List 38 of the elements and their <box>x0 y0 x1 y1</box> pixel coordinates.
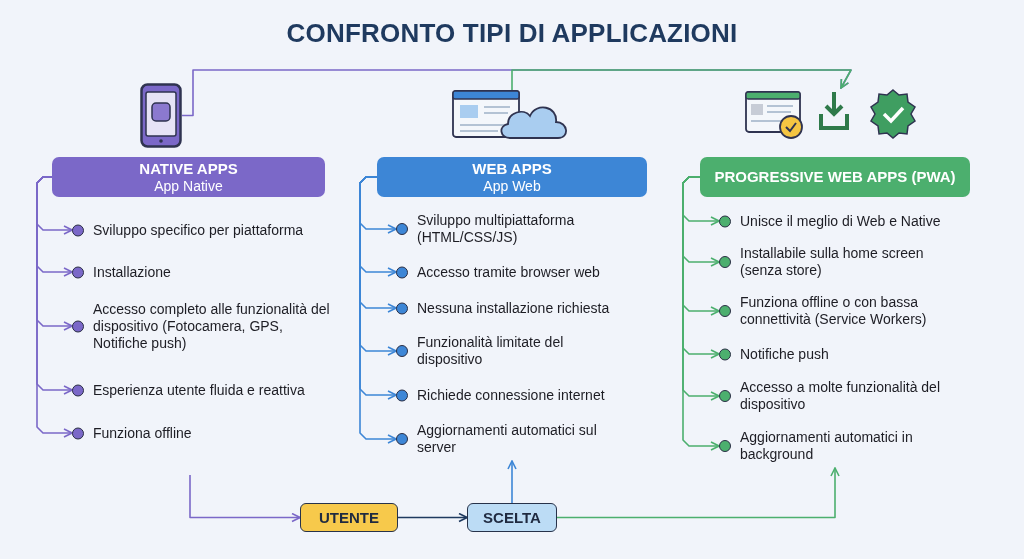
arrow <box>36 176 73 438</box>
diagram-title: CONFRONTO TIPI DI APPLICAZIONI <box>285 18 739 49</box>
feature-text: Nessuna installazione richiesta <box>417 299 610 317</box>
header-title: WEB APPS <box>472 159 552 178</box>
feature-text: Aggiornamenti automatici in background <box>740 429 914 463</box>
feature-text: Accesso a molte funzionalità del dispositivo <box>740 379 941 413</box>
feature-text: Aggiornamenti automatici sul server <box>417 422 598 456</box>
arrow <box>682 176 720 451</box>
feature-text: Installabile sulla home screen (senza store) <box>740 245 925 279</box>
feature-text: Sviluppo multipiattaforma (HTML/CSS/JS) <box>417 212 576 246</box>
header-title: PROGRESSIVE WEB APPS (PWA) <box>714 168 956 186</box>
arrow <box>511 69 852 91</box>
category-header <box>700 157 970 197</box>
feature-text: Accesso tramite browser web <box>417 263 600 281</box>
arrow <box>507 460 517 504</box>
feature-text: Unisce il meglio di Web e Native <box>740 212 941 230</box>
feature-text: Sviluppo specifico per piattaforma <box>93 221 304 239</box>
header-title: NATIVE APPS <box>139 159 238 178</box>
feature-text: Funzionalità limitate del dispositivo <box>417 334 565 368</box>
category-header <box>377 157 647 197</box>
arrow <box>556 467 840 519</box>
feature-text: Funziona offline <box>93 424 192 442</box>
feature-text: Funziona offline o con bassa connettività (Service Workers) <box>740 294 928 328</box>
arrow <box>189 474 301 523</box>
label-badge: UTENTE <box>300 503 398 532</box>
label-badge: SCELTA <box>467 503 557 532</box>
feature-text: Installazione <box>93 263 171 281</box>
feature-text: Richiede connessione internet <box>417 386 605 404</box>
arrow <box>359 176 397 444</box>
feature-text: Esperienza utente fluida e reattiva <box>93 381 305 399</box>
feature-text: Accesso completo alle funzionalità del dispositivo (Fotocamera, GPS, Notifiche push) <box>93 300 331 352</box>
header-subtitle: App Native <box>154 177 223 195</box>
feature-text: Notifiche push <box>740 345 829 363</box>
installable-web-app-drawing <box>745 88 917 140</box>
category-header <box>52 157 325 197</box>
header-subtitle: App Web <box>483 177 541 195</box>
smartphone-icon <box>140 83 182 148</box>
arrow <box>397 512 468 523</box>
